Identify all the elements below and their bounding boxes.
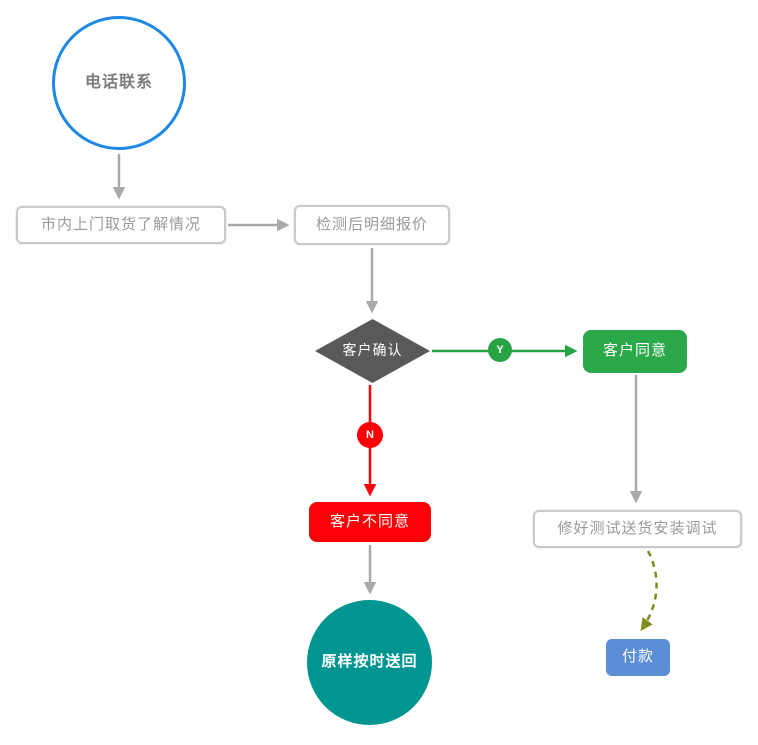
node-payment: 付款	[606, 639, 670, 676]
node-detailed-quote: 检测后明细报价	[294, 205, 450, 245]
node-customer-agree-label: 客户同意	[602, 342, 667, 360]
node-detailed-quote-label: 检测后明细报价	[315, 215, 428, 233]
node-payment-label: 付款	[621, 648, 654, 666]
node-repair-deliver: 修好测试送货安装调试	[533, 510, 742, 548]
edge-repair-to-payment-dashed	[640, 550, 658, 632]
node-customer-agree: 客户同意	[583, 330, 687, 373]
node-phone-contact: 电话联系	[52, 16, 186, 150]
edge-label-yes: Y	[488, 338, 512, 362]
node-pickup-info: 市内上门取货了解情况	[16, 206, 226, 244]
node-return-on-time: 原样按时送回	[307, 600, 432, 725]
edge-label-no: N	[357, 422, 383, 448]
node-pickup-info-label: 市内上门取货了解情况	[40, 215, 201, 233]
node-customer-disagree: 客户不同意	[309, 502, 431, 542]
node-return-on-time-label: 原样按时送回	[321, 653, 418, 671]
node-repair-deliver-label: 修好测试送货安装调试	[557, 519, 718, 537]
node-customer-disagree-label: 客户不同意	[329, 512, 410, 530]
node-customer-confirm-label: 客户确认	[342, 342, 403, 359]
node-phone-contact-label: 电话联系	[84, 74, 153, 91]
